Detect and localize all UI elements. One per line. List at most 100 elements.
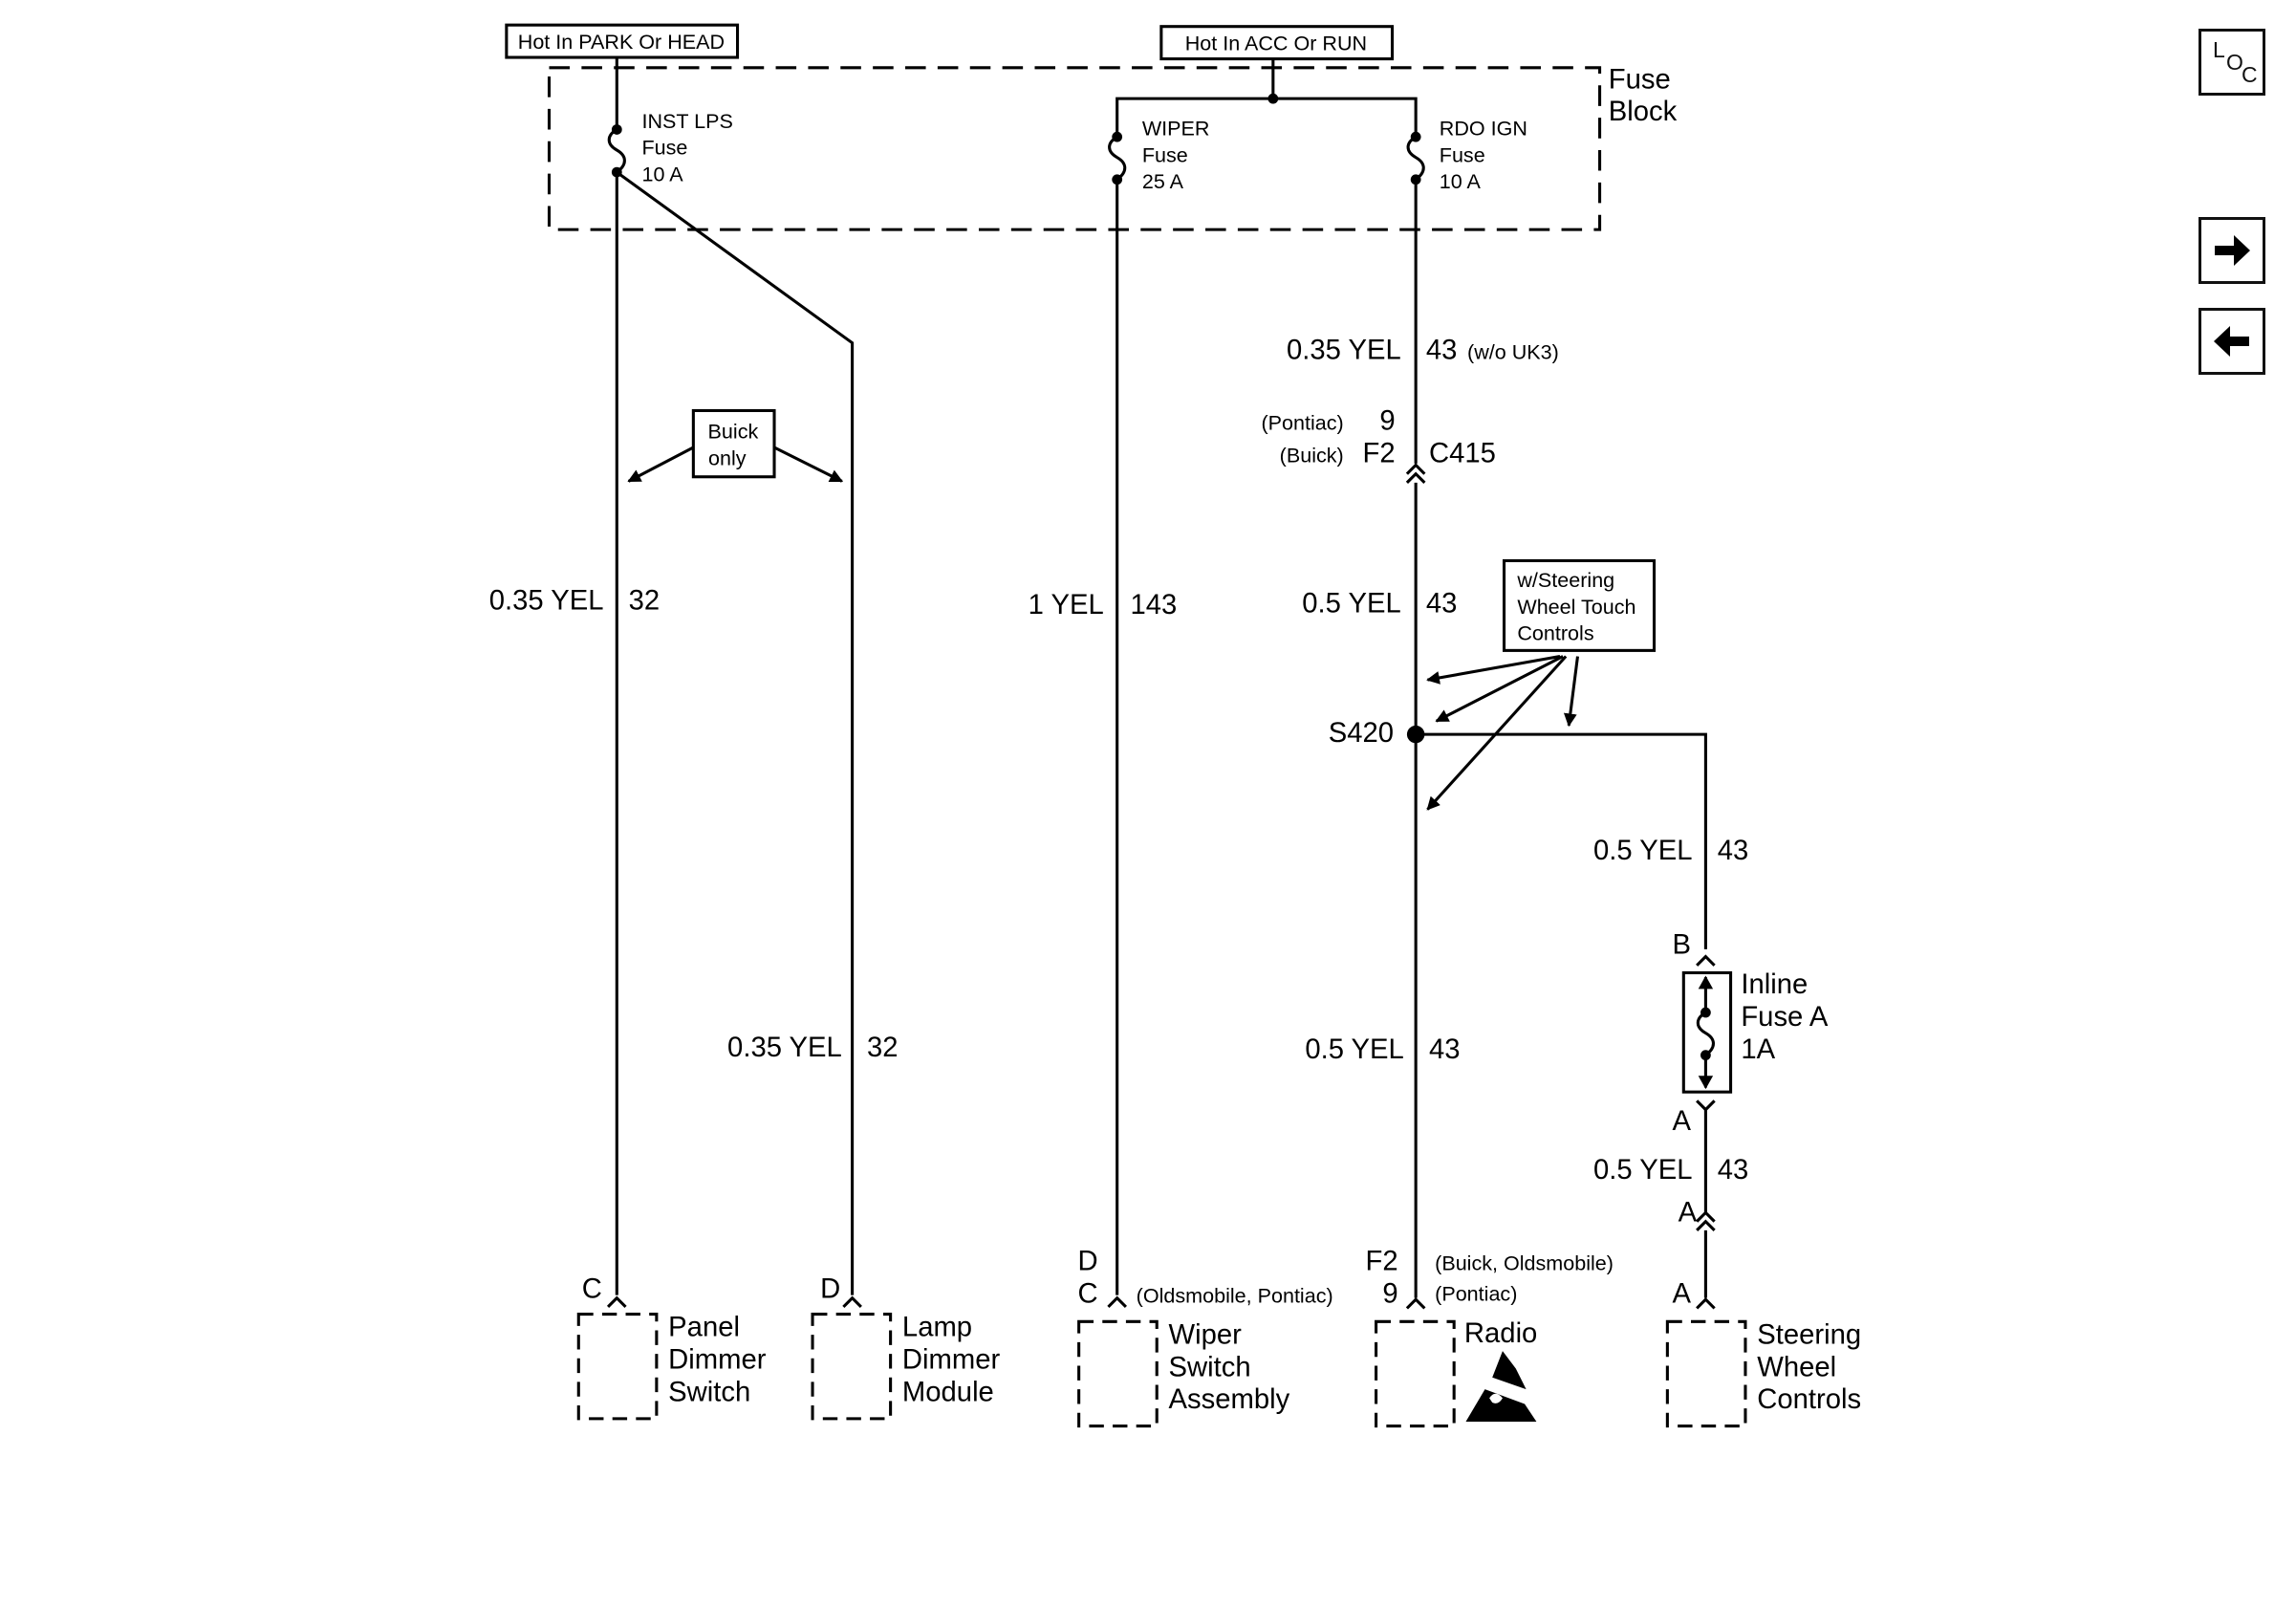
inline-fuse-label-line2: Fuse A [1741, 1002, 1829, 1033]
inline-fuse-box [1681, 970, 1733, 1094]
buick-only-arrow-left [627, 446, 695, 483]
inline-connector-symbol [1696, 1210, 1716, 1231]
fuse-rdo-ign-type: Fuse [1440, 142, 1485, 166]
steering-touch-note-box [1502, 558, 1657, 652]
power-label-acc-run: Hot In ACC Or RUN [1185, 31, 1367, 54]
fuse-dot-inst-lps-top [611, 124, 622, 135]
wire-feed-bus [1116, 97, 1418, 138]
loc-letter-c: C [2242, 62, 2258, 87]
wire-143-circuit: 143 [1131, 590, 1178, 620]
radio-box [1375, 1319, 1456, 1428]
wiper-switch-pin-top: D [1078, 1246, 1098, 1276]
bus-junction-dot [1267, 93, 1279, 104]
fuse-wiper-rating: 25 A [1142, 169, 1184, 193]
buick-only-note-box [691, 408, 776, 479]
fuse-inst-lps-name: INST LPS [641, 109, 732, 133]
steering-note-arrow-1 [1426, 655, 1561, 685]
terminal-steering-controls [1696, 1297, 1716, 1310]
fuse-wiper-type: Fuse [1142, 142, 1188, 166]
wire-43-branch [1416, 732, 1707, 949]
fuse-inst-lps-rating: 10 A [641, 162, 683, 185]
steering-wheel-controls-box [1665, 1319, 1747, 1428]
inline-fuse-dot-top [1700, 1007, 1711, 1018]
fuse-symbol-rdo-ign [1406, 135, 1425, 182]
splice-s420-label: S420 [1329, 718, 1394, 749]
wire-43-top-circuit: 43 [1426, 336, 1458, 366]
steering-touch-note-line1: w/Steering [1516, 568, 1614, 592]
fuse-dot-rdo-ign-top [1410, 131, 1421, 142]
lamp-dimmer-module-box [811, 1313, 893, 1421]
inline-fuse-arrow-up [1698, 975, 1714, 990]
panel-dimmer-switch-box [576, 1313, 659, 1421]
wiper-switch-label-line2: Switch [1169, 1352, 1251, 1382]
steering-note-arrow-4 [1563, 656, 1580, 728]
inline-fuse-element [1696, 1011, 1715, 1056]
fuse-dot-rdo-ign-bottom [1410, 174, 1421, 185]
lamp-dimmer-label-line2: Dimmer [902, 1345, 1001, 1376]
arrow-right-icon [2215, 235, 2250, 266]
panel-dimmer-label-line1: Panel [668, 1313, 740, 1343]
inline-fuse-pin-bottom: A [1673, 1106, 1692, 1137]
buick-only-arrow-right [773, 446, 844, 483]
inline-fuse-terminal-top [1696, 954, 1716, 967]
power-label-box-acc-run [1159, 25, 1395, 61]
connector-c415-symbol [1405, 463, 1426, 484]
wire-32-left-gauge: 0.35 YEL [489, 585, 604, 616]
terminal-radio [1405, 1297, 1426, 1310]
wiper-switch-label-line1: Wiper [1169, 1319, 1243, 1350]
wiper-switch-pin-bottom: C [1078, 1278, 1098, 1309]
c415-pontiac-label: (Pontiac) [1261, 410, 1343, 434]
wire-43-after-fuse-gauge: 0.5 YEL [1593, 1155, 1693, 1186]
wire-43-mid-gauge: 0.5 YEL [1302, 588, 1401, 619]
buick-only-note-line2: only [708, 446, 747, 469]
fuse-block-label-line1: Fuse [1609, 64, 1671, 95]
steering-controls-label-line2: Wheel [1757, 1352, 1836, 1382]
wire-32-right-circuit: 32 [867, 1033, 899, 1063]
wire-143-gauge: 1 YEL [1029, 590, 1104, 620]
fuse-rdo-ign-rating: 10 A [1440, 169, 1482, 193]
wire-43-low-circuit: 43 [1429, 1034, 1461, 1065]
wire-32-right [616, 170, 855, 1295]
radio-label: Radio [1464, 1318, 1537, 1349]
inline-fuse-label-line1: Inline [1741, 969, 1808, 1000]
wiper-switch-variant: (Oldsmobile, Pontiac) [1137, 1283, 1333, 1307]
c415-pontiac-pin: 9 [1379, 405, 1395, 436]
steering-controls-pin: A [1673, 1278, 1692, 1309]
radio-pin-top: F2 [1366, 1246, 1398, 1276]
fuse-dot-inst-lps-bottom [611, 166, 622, 178]
loc-letter-l: L [2213, 37, 2225, 62]
fuse-block-outline [547, 66, 1602, 231]
inline-fuse-dot-bottom [1700, 1050, 1711, 1061]
terminal-lamp-dimmer [842, 1295, 862, 1308]
wire-43-top-gauge: 0.35 YEL [1287, 336, 1401, 366]
panel-dimmer-label-line3: Switch [668, 1377, 750, 1407]
next-page-button[interactable] [2199, 217, 2265, 284]
c415-name: C415 [1429, 438, 1496, 468]
c415-buick-pin: F2 [1362, 438, 1395, 468]
radio-variant-bottom: (Pontiac) [1435, 1282, 1517, 1306]
wiper-switch-assembly-box [1077, 1319, 1159, 1428]
inline-fuse-pin-top: B [1673, 929, 1692, 960]
inline-fuse-label-line3: 1A [1741, 1034, 1775, 1065]
wire-43-mid-circuit: 43 [1426, 588, 1458, 619]
terminal-panel-dimmer [606, 1295, 627, 1308]
wire-43-low-gauge: 0.5 YEL [1305, 1034, 1404, 1065]
lamp-dimmer-label-line3: Module [902, 1377, 994, 1407]
wiper-switch-label-line3: Assembly [1169, 1384, 1290, 1415]
loc-button[interactable]: L O C [2199, 29, 2265, 96]
c415-buick-label: (Buick) [1280, 443, 1344, 467]
wire-32-right-gauge: 0.35 YEL [727, 1033, 842, 1063]
wire-43-branch-gauge: 0.5 YEL [1593, 836, 1693, 866]
steering-note-arrow-2 [1435, 655, 1564, 723]
previous-page-button[interactable] [2199, 308, 2265, 375]
power-label-park-head: Hot In PARK Or HEAD [518, 30, 725, 54]
fuse-symbol-inst-lps [607, 128, 626, 174]
radio-pin-bottom: 9 [1382, 1278, 1397, 1309]
inline-connector-pin: A [1679, 1198, 1698, 1229]
panel-dimmer-label-line2: Dimmer [668, 1345, 767, 1376]
inline-fuse-terminal-bottom [1696, 1099, 1716, 1112]
steering-touch-note-line3: Controls [1517, 621, 1593, 645]
inline-fuse-arrow-down [1698, 1076, 1714, 1090]
esd-sensitive-icon [1465, 1351, 1537, 1422]
